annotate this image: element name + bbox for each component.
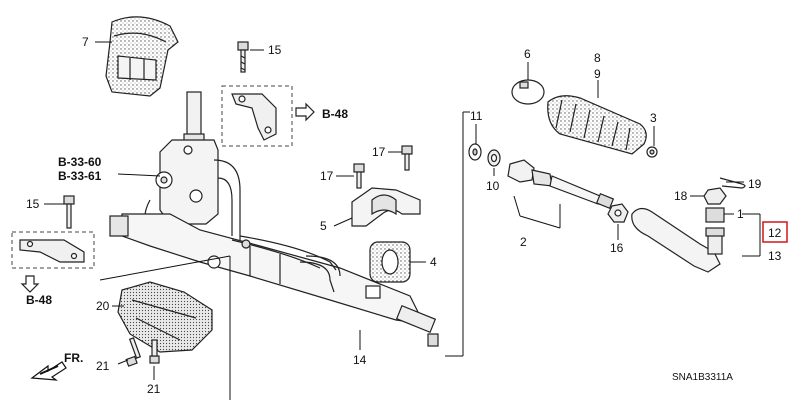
part-2-tie-rod — [507, 159, 615, 210]
highlight-frame — [762, 221, 788, 243]
callout-7: 7 — [82, 35, 89, 49]
part-1-castle-nut — [705, 207, 725, 223]
part-10-washer — [487, 149, 501, 167]
callout-19: 19 — [748, 177, 762, 191]
callout-15-left: 15 — [26, 197, 40, 211]
part-16-nut — [607, 203, 629, 223]
reference-b3361: B-33-61 — [58, 169, 102, 183]
part-3-clip — [646, 146, 658, 158]
callout-21-left: 21 — [96, 359, 110, 373]
callout-1: 1 — [737, 207, 744, 221]
part-11-washer — [468, 143, 482, 161]
callout-13: 13 — [768, 249, 782, 263]
part-4-bushing — [369, 241, 411, 283]
leader-lines — [44, 41, 744, 380]
part-19-cotter-pin — [719, 177, 746, 189]
part-14-gearbox — [109, 91, 439, 347]
callout-5: 5 — [320, 219, 327, 233]
part-21-bolts — [125, 337, 160, 367]
bracket-top-detail — [221, 85, 315, 147]
callout-2: 2 — [520, 235, 527, 249]
frame-lines — [99, 111, 761, 400]
part-17-bolts — [353, 145, 413, 189]
callout-12[interactable]: 12 — [768, 226, 782, 240]
front-direction-arrow: FR. — [30, 351, 83, 381]
part-5-holder — [351, 187, 421, 227]
callout-8: 8 — [594, 51, 601, 65]
part-8-boot — [547, 95, 647, 155]
bracket-left-detail — [11, 231, 95, 293]
callout-20: 20 — [96, 299, 110, 313]
part-15-bolt-top — [237, 41, 249, 73]
part-12-tie-rod-end — [631, 207, 725, 273]
callout-4: 4 — [430, 255, 437, 269]
callout-9: 9 — [594, 67, 601, 81]
callout-15-top: 15 — [268, 43, 282, 57]
part-18-nut — [703, 187, 727, 205]
callout-11: 11 — [470, 109, 483, 123]
part-20-shield — [117, 281, 213, 353]
callout-17-lower: 17 — [320, 169, 334, 183]
reference-b48-top: B-48 — [322, 107, 348, 121]
callout-16: 16 — [610, 241, 624, 255]
callout-14: 14 — [353, 353, 367, 367]
reference-b48-left: B-48 — [26, 293, 52, 307]
reference-b3360: B-33-60 — [58, 155, 102, 169]
callout-3: 3 — [650, 111, 657, 125]
callout-18: 18 — [674, 189, 688, 203]
callout-10: 10 — [486, 179, 500, 193]
callout-17-upper: 17 — [372, 145, 386, 159]
callout-21-right: 21 — [147, 382, 161, 396]
diagram-code: SNA1B3311A — [672, 372, 733, 383]
front-direction-label: FR. — [64, 351, 83, 365]
part-7-seal — [105, 16, 179, 97]
part-6-band — [511, 79, 545, 105]
callout-6: 6 — [524, 47, 531, 61]
part-15-bolt-left — [63, 195, 75, 229]
